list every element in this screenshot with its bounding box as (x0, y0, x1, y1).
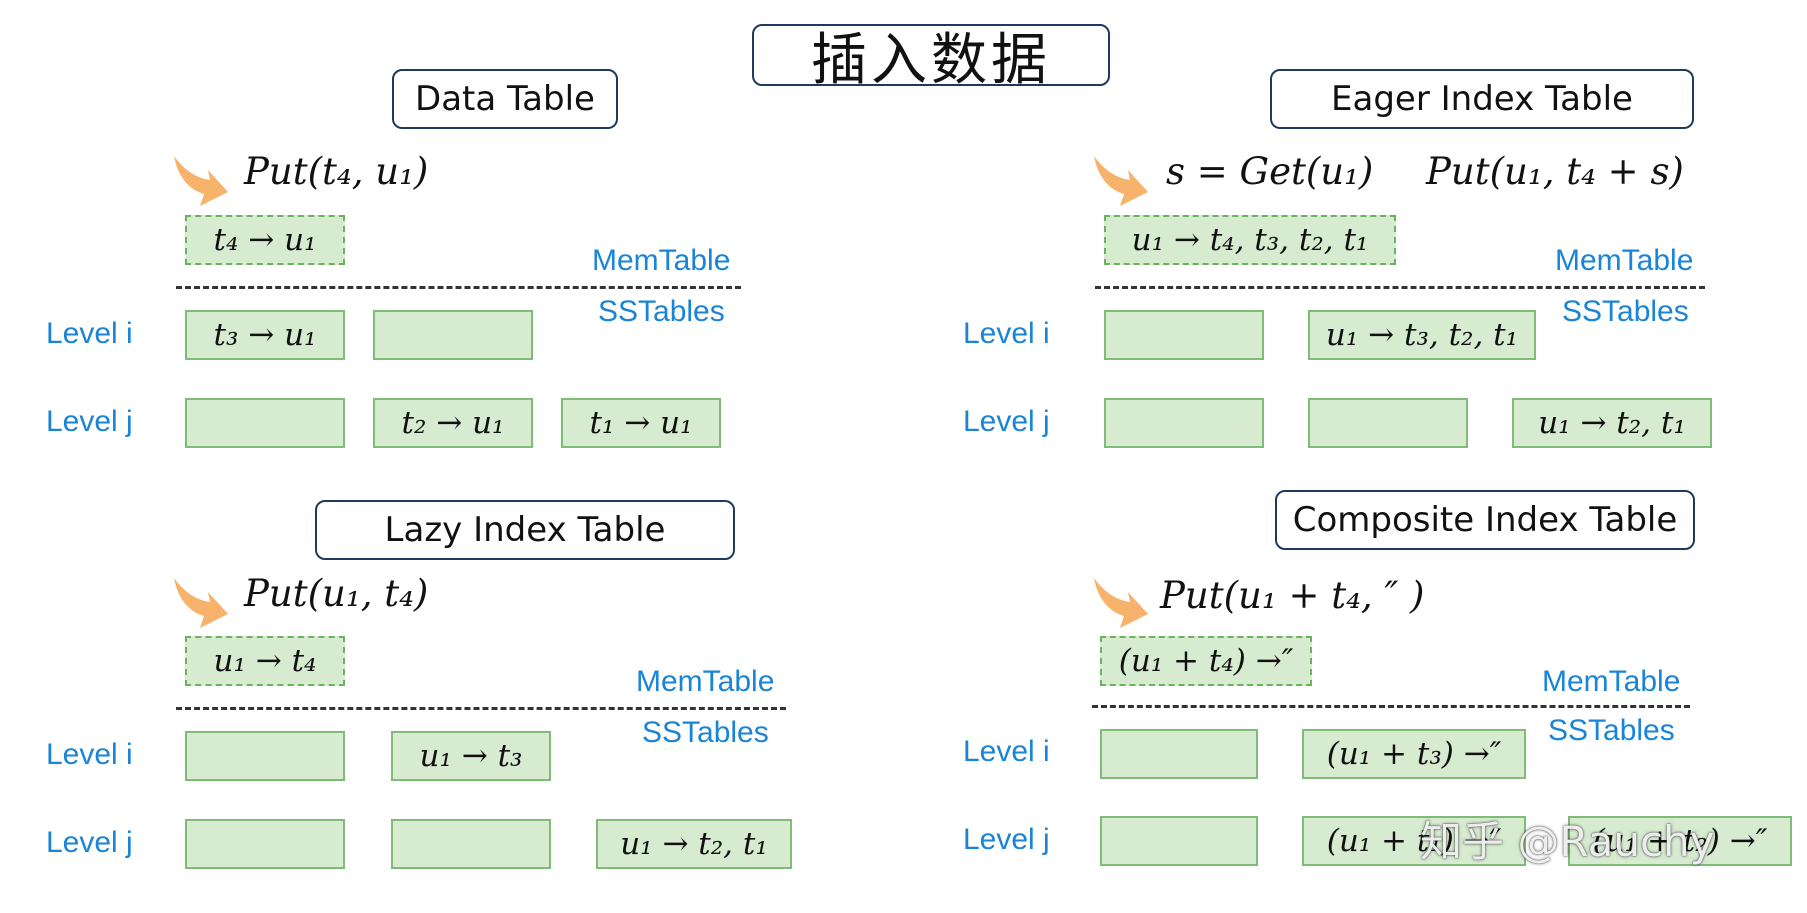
composite-level-j-cell: (u₁ + t₁) →″ (1302, 816, 1526, 866)
curved-arrow-icon (174, 578, 228, 628)
composite-level-i-cell: (u₁ + t₃) →″ (1302, 729, 1526, 779)
eager-level-i-cell: u₁ → t₃, t₂, t₁ (1308, 310, 1536, 360)
lazy-put-operation: Put(u₁, t₄) (244, 572, 429, 615)
eager-table-title: Eager Index Table (1270, 69, 1694, 129)
lazy-table-title: Lazy Index Table (315, 500, 735, 560)
eager-level-i-label: Level i (963, 317, 1050, 350)
data-memtable-label: MemTable (592, 244, 731, 277)
lazy-level-j-cell: u₁ → t₂, t₁ (596, 819, 792, 869)
lazy-level-j-label: Level j (46, 826, 133, 859)
curved-arrow-icon (1094, 578, 1148, 628)
eager-level-j-cell: u₁ → t₂, t₁ (1512, 398, 1712, 448)
curved-arrow-icon (1094, 156, 1148, 206)
lazy-level-j-cell (391, 819, 551, 869)
lazy-level-j-cell (185, 819, 345, 869)
eager-level-j-cell (1104, 398, 1264, 448)
lazy-level-i-label: Level i (46, 738, 133, 771)
data-memtable-entry: t₄ → u₁ (185, 215, 345, 265)
composite-separator (1092, 705, 1690, 708)
data-level-j-label: Level j (46, 405, 133, 438)
lazy-memtable-label: MemTable (636, 665, 775, 698)
eager-get-operation: s = Get(u₁) (1166, 150, 1374, 193)
main-title: 插入数据 (752, 24, 1110, 93)
eager-put-operation: Put(u₁, t₄ + s) (1426, 150, 1684, 193)
eager-level-j-cell (1308, 398, 1468, 448)
composite-memtable-entry: (u₁ + t₄) →″ (1100, 636, 1312, 686)
eager-separator (1095, 286, 1705, 289)
composite-memtable-label: MemTable (1542, 665, 1681, 698)
data-put-operation: Put(t₄, u₁) (244, 150, 429, 193)
composite-level-j-cell: (u₁ + t₂) →″ (1568, 816, 1792, 866)
data-level-j-cell: t₂ → u₁ (373, 398, 533, 448)
data-sstables-label: SSTables (598, 295, 725, 328)
lazy-sstables-label: SSTables (642, 716, 769, 749)
composite-level-i-label: Level i (963, 735, 1050, 768)
eager-memtable-label: MemTable (1555, 244, 1694, 277)
composite-sstables-label: SSTables (1548, 714, 1675, 747)
eager-memtable-entry: u₁ → t₄, t₃, t₂, t₁ (1104, 215, 1396, 265)
data-level-i-cell: t₃ → u₁ (185, 310, 345, 360)
eager-level-j-label: Level j (963, 405, 1050, 438)
lazy-level-i-cell: u₁ → t₃ (391, 731, 551, 781)
eager-level-i-cell (1104, 310, 1264, 360)
composite-level-j-cell (1100, 816, 1258, 866)
data-level-i-label: Level i (46, 317, 133, 350)
composite-level-j-label: Level j (963, 823, 1050, 856)
lazy-memtable-entry: u₁ → t₄ (185, 636, 345, 686)
data-level-j-cell (185, 398, 345, 448)
eager-sstables-label: SSTables (1562, 295, 1689, 328)
lazy-level-i-cell (185, 731, 345, 781)
data-level-j-cell: t₁ → u₁ (561, 398, 721, 448)
lazy-separator (176, 707, 786, 710)
curved-arrow-icon (174, 156, 228, 206)
composite-table-title: Composite Index Table (1275, 490, 1695, 550)
data-table-title: Data Table (392, 69, 618, 129)
composite-put-operation: Put(u₁ + t₄, ″ ) (1160, 574, 1425, 617)
data-level-i-cell (373, 310, 533, 360)
data-separator (176, 286, 741, 289)
composite-level-i-cell (1100, 729, 1258, 779)
watermark: 知乎 @Rauchy (1420, 817, 1715, 866)
